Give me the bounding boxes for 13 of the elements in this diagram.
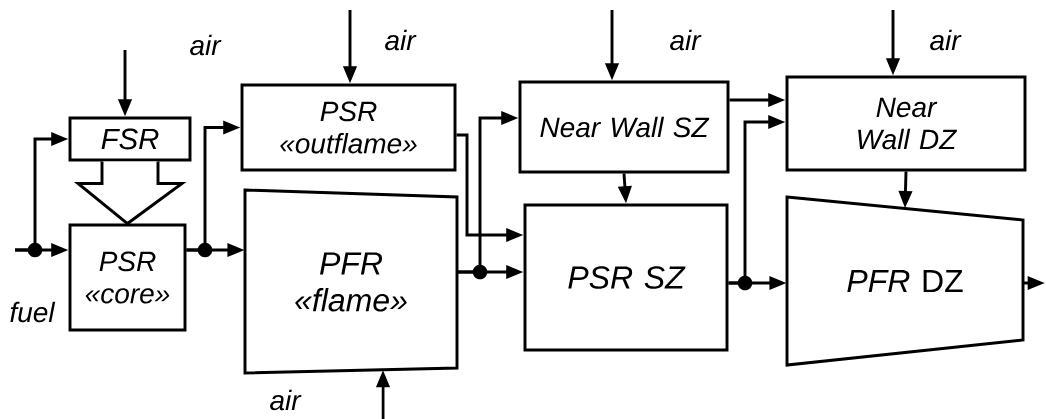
process-box: Near Wall DZ [785,75,1027,172]
process-box: PSR «core» [68,223,187,332]
process-box: FSR [68,116,192,162]
flow-label: air [930,29,962,51]
block-arrow [73,160,187,226]
flow-label: air [670,29,702,51]
flow-label: air [385,29,417,51]
process-box: PSR «outflame» [240,83,457,172]
trapezoid-box: PFR «flame» [243,188,459,375]
trapezoid-box: PFR DZ [785,195,1025,367]
process-box: PSR SZ [523,203,729,352]
flow-label: air [190,34,222,56]
process-box: Near Wall SZ [518,80,730,174]
